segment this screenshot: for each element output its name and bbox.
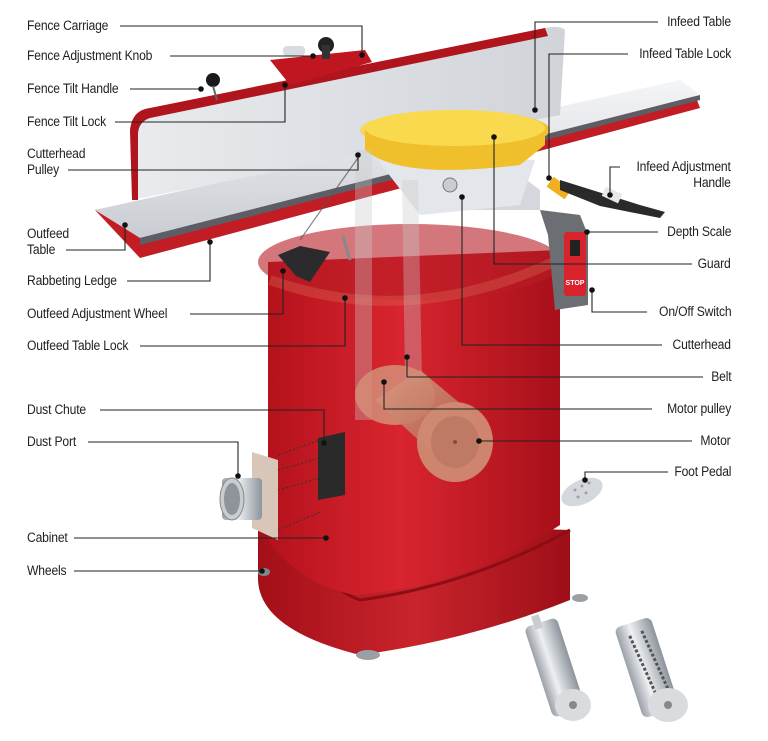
label-infeed-table: Infeed Table	[667, 14, 731, 29]
label-dust-chute: Dust Chute	[27, 402, 86, 417]
label-cutterhead-pulley-line1: Cutterhead	[27, 146, 86, 161]
motor-shape	[355, 365, 493, 482]
outfeed-wheel-shape	[278, 246, 330, 282]
label-fence-adjustment-knob: Fence Adjustment Knob	[27, 48, 153, 63]
label-outfeed-table-line1: Outfeed	[27, 226, 69, 241]
label-wheels: Wheels	[27, 563, 67, 578]
label-outfeed-adjustment-wheel: Outfeed Adjustment Wheel	[27, 306, 168, 321]
label-infeed-adjustment-handle-line2: Handle	[693, 175, 732, 190]
label-cutterhead-pulley: Cutterhead Pulley	[27, 146, 85, 178]
belt-shape	[355, 150, 422, 420]
label-infeed-table-lock: Infeed Table Lock	[639, 46, 731, 61]
label-on-off-switch: On/Off Switch	[658, 304, 732, 319]
dust-port-shape	[219, 432, 345, 540]
label-motor-pulley: Motor pulley	[666, 401, 731, 416]
foot-pedal-shape	[561, 477, 603, 507]
label-dust-port: Dust Port	[27, 434, 77, 449]
label-infeed-adjustment-handle-line1: Infeed Adjustment	[636, 159, 731, 174]
label-cutterhead-pulley-line2: Pulley	[27, 162, 60, 177]
leader-dots	[122, 52, 613, 574]
label-rabbeting-ledge: Rabbeting Ledge	[27, 273, 117, 288]
cutterhead-helical-shape	[615, 618, 688, 722]
stop-switch-text: STOP	[566, 280, 585, 287]
label-cabinet: Cabinet	[27, 530, 68, 545]
label-cutterhead: Cutterhead	[672, 337, 731, 352]
label-fence-carriage: Fence Carriage	[27, 18, 109, 33]
label-outfeed-table: Outfeed Table	[27, 226, 69, 258]
label-depth-scale: Depth Scale	[666, 224, 731, 239]
label-belt: Belt	[710, 369, 731, 384]
label-infeed-adjustment-handle: Infeed Adjustment Handle	[637, 159, 731, 191]
label-fence-tilt-lock: Fence Tilt Lock	[27, 114, 107, 129]
cutterhead-straight-shape	[525, 614, 591, 721]
leader-lines	[66, 21, 703, 572]
label-outfeed-table-line2: Table	[27, 242, 56, 257]
label-motor: Motor	[700, 433, 731, 448]
label-foot-pedal: Foot Pedal	[674, 464, 731, 479]
fence-shape	[130, 26, 565, 200]
label-guard: Guard	[698, 256, 731, 271]
label-outfeed-table-lock: Outfeed Table Lock	[27, 338, 129, 353]
label-fence-tilt-handle: Fence Tilt Handle	[27, 81, 119, 96]
cabinet-shape	[256, 224, 588, 660]
